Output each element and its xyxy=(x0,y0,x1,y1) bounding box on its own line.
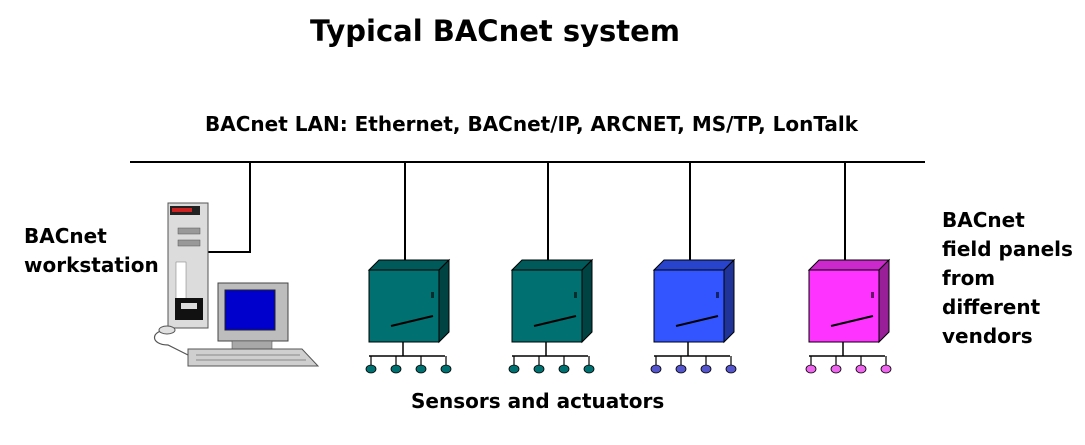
panel-side-face xyxy=(723,258,735,344)
sensor-actuator-node xyxy=(440,364,452,374)
workstation-computer xyxy=(153,202,320,367)
panel-top-face xyxy=(807,259,891,271)
sensor-actuator-node xyxy=(805,364,817,374)
panel-side-face xyxy=(581,258,593,344)
field-panels-label-line: from xyxy=(942,266,996,290)
panel-front-face xyxy=(511,269,583,343)
workstation-drop-line xyxy=(207,162,251,253)
panel-latch xyxy=(574,292,577,298)
field-panel xyxy=(508,162,595,374)
panel-latch xyxy=(716,292,719,298)
sensor-actuator-node xyxy=(675,364,687,374)
drive-bay xyxy=(177,227,201,235)
panel-latch xyxy=(431,292,434,298)
sensor-actuator-node xyxy=(700,364,712,374)
workstation-label-line: BACnet xyxy=(24,224,107,248)
tower-led xyxy=(172,208,192,212)
drive-bay xyxy=(177,239,201,247)
field-panels-label-line: different xyxy=(942,295,1041,319)
panel-top-face xyxy=(367,259,451,271)
panel-slot xyxy=(830,315,874,327)
field-panels-label-line: vendors xyxy=(942,324,1033,348)
sensor-actuator-node xyxy=(415,364,427,374)
field-panel xyxy=(805,162,892,374)
workstation-label: BACnet workstation xyxy=(24,222,159,280)
diagram-title: Typical BACnet system xyxy=(310,14,681,48)
field-panel xyxy=(650,162,737,374)
panel-front-face xyxy=(653,269,725,343)
sensors-label: Sensors and actuators xyxy=(411,389,665,413)
panel-top-face xyxy=(510,259,594,271)
workstation-label-line: workstation xyxy=(24,253,159,277)
field-panels xyxy=(365,162,892,374)
panel-side-face xyxy=(438,258,450,344)
mouse xyxy=(158,325,176,335)
panel-slot xyxy=(675,315,719,327)
field-panels-label-line: BACnet xyxy=(942,208,1025,232)
panel-top-face xyxy=(652,259,736,271)
sensor-actuator-node xyxy=(830,364,842,374)
field-panel xyxy=(365,162,452,374)
sensor-actuator-node xyxy=(533,364,545,374)
sensor-actuator-node xyxy=(650,364,662,374)
sensor-actuator-node xyxy=(855,364,867,374)
panel-slot xyxy=(390,315,434,327)
panel-latch xyxy=(871,292,874,298)
sensor-actuator-node xyxy=(558,364,570,374)
sensor-actuator-node xyxy=(725,364,737,374)
tower-panel xyxy=(175,261,187,303)
sensor-actuator-node xyxy=(880,364,892,374)
monitor-stand xyxy=(231,340,273,350)
keyboard xyxy=(187,348,320,367)
monitor-screen xyxy=(224,289,276,331)
field-panels-label: BACnet field panels from different vendo… xyxy=(942,206,1073,351)
panel-front-face xyxy=(808,269,880,343)
floppy-slot xyxy=(181,303,197,309)
sensor-actuator-node xyxy=(583,364,595,374)
field-panels-label-line: field panels xyxy=(942,237,1073,261)
panel-slot xyxy=(533,315,577,327)
panel-side-face xyxy=(878,258,890,344)
lan-label: BACnet LAN: Ethernet, BACnet/IP, ARCNET,… xyxy=(205,112,859,136)
sensor-actuator-node xyxy=(390,364,402,374)
panel-front-face xyxy=(368,269,440,343)
sensor-actuator-node xyxy=(365,364,377,374)
sensor-actuator-node xyxy=(508,364,520,374)
